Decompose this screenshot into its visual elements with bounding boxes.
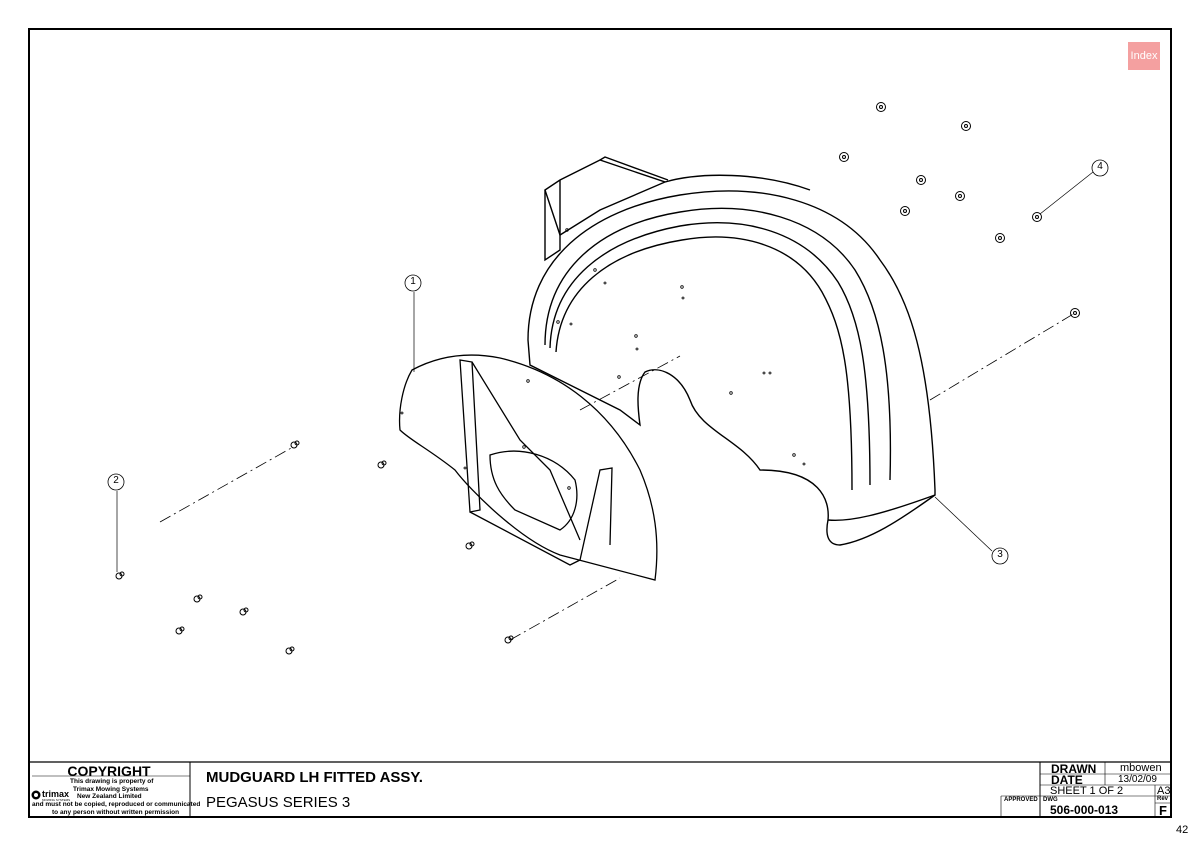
balloon-1-label: 1 <box>410 276 416 287</box>
sheet-size: A3 <box>1157 785 1171 797</box>
approved-label: APPROVED <box>1004 797 1038 803</box>
copyright-line-3: New Zealand Limited <box>77 793 142 800</box>
drawn-by: mbowen <box>1120 762 1162 774</box>
balloon-leaders <box>116 171 1094 572</box>
trimax-logo-subtext: MOWING SYSTEMS <box>42 798 71 802</box>
assembly-center-lines <box>159 312 1076 641</box>
balloon-2-label: 2 <box>113 475 119 486</box>
balloon-4 <box>1091 159 1109 177</box>
page-number: 42 <box>1176 824 1189 836</box>
bolts <box>115 440 514 655</box>
copyright-title: COPYRIGHT <box>67 763 151 779</box>
copyright-line-2: Trimax Mowing Systems <box>73 786 149 793</box>
drawn-label: DRAWN <box>1051 762 1097 776</box>
balloon-1 <box>404 274 422 292</box>
rev-label: Rev <box>1157 796 1169 802</box>
drawing-number: 506-000-013 <box>1050 803 1119 817</box>
balloon-3-label: 3 <box>997 549 1003 560</box>
index-button[interactable]: Index <box>1128 42 1160 70</box>
date-label: DATE <box>1051 773 1083 787</box>
copyright-line-1: This drawing is property of <box>70 778 154 785</box>
copyright-line-4: and must not be copied, reproduced or co… <box>32 801 201 808</box>
drawing-subtitle: PEGASUS SERIES 3 <box>206 794 351 811</box>
dwg-label: DWG <box>1043 797 1058 803</box>
drawing-frame <box>28 28 1172 818</box>
trimax-logo-text: trimax <box>42 789 70 799</box>
date-value: 13/02/09 <box>1118 774 1157 785</box>
balloon-3 <box>991 547 1009 565</box>
mudguard-holes <box>400 228 806 490</box>
washers <box>839 102 1080 318</box>
copyright-line-5: to any person without written permission <box>52 809 180 816</box>
balloon-4-label: 4 <box>1097 161 1103 172</box>
revision-value: F <box>1159 803 1167 818</box>
balloon-2 <box>107 473 125 491</box>
balloons <box>107 159 1109 565</box>
drawing-title: MUDGUARD LH FITTED ASSY. <box>206 769 423 786</box>
inner-shield-part <box>398 354 658 581</box>
sheet-number: SHEET 1 OF 2 <box>1050 785 1124 797</box>
